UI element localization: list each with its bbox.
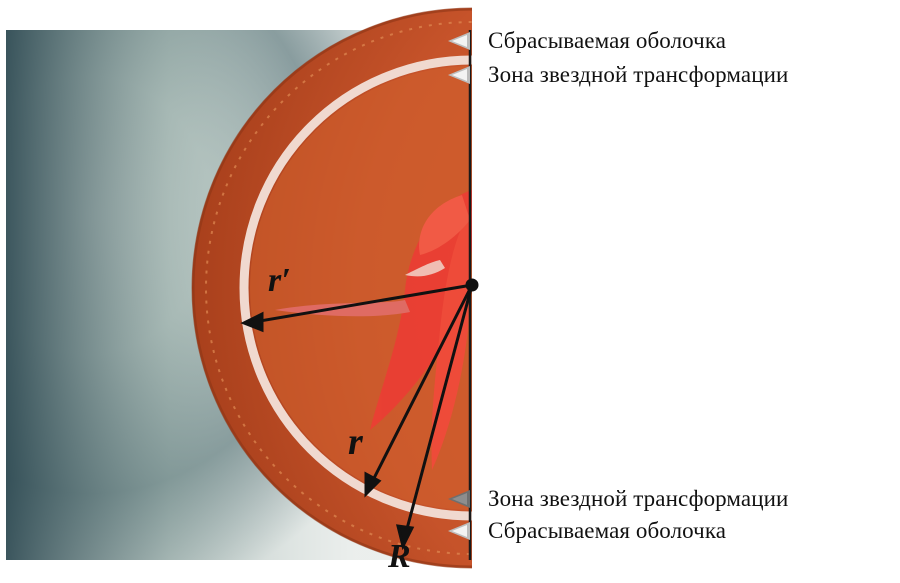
label-transform-zone-top: Зона звездной трансформации — [488, 62, 789, 87]
radius-arrows — [240, 278, 479, 551]
radius-R-line — [402, 283, 474, 542]
radius-r-arrowhead — [364, 471, 382, 498]
callout-outer-shell-top: Сбрасываемая оболочка — [448, 26, 726, 56]
transformation-zone-ring — [239, 55, 472, 521]
radius-r-prime-line — [246, 283, 474, 325]
radius-label-r: r — [348, 421, 363, 463]
radius-r-prime-arrowhead — [240, 311, 264, 333]
radius-r-line — [366, 283, 474, 492]
radius-label-r-prime: r′ — [268, 262, 291, 299]
callout-outer-shell-bottom: Сбрасываемая оболочка — [448, 516, 726, 546]
label-outer-shell-top: Сбрасываемая оболочка — [488, 28, 727, 53]
pointer-icon — [448, 32, 470, 50]
callout-transform-zone-top: Зона звездной трансформации — [448, 60, 788, 90]
radius-label-R: R — [388, 538, 411, 575]
radius-R-arrowhead — [396, 524, 415, 551]
pointer-icon — [448, 66, 470, 84]
label-transform-zone-bottom: Зона звездной трансформации — [488, 486, 789, 511]
label-outer-shell-bottom: Сбрасываемая оболочка — [488, 518, 727, 543]
pointer-icon — [448, 490, 470, 508]
pointer-icon — [448, 522, 470, 540]
callout-transform-zone-bottom: Зона звездной трансформации — [448, 484, 788, 514]
